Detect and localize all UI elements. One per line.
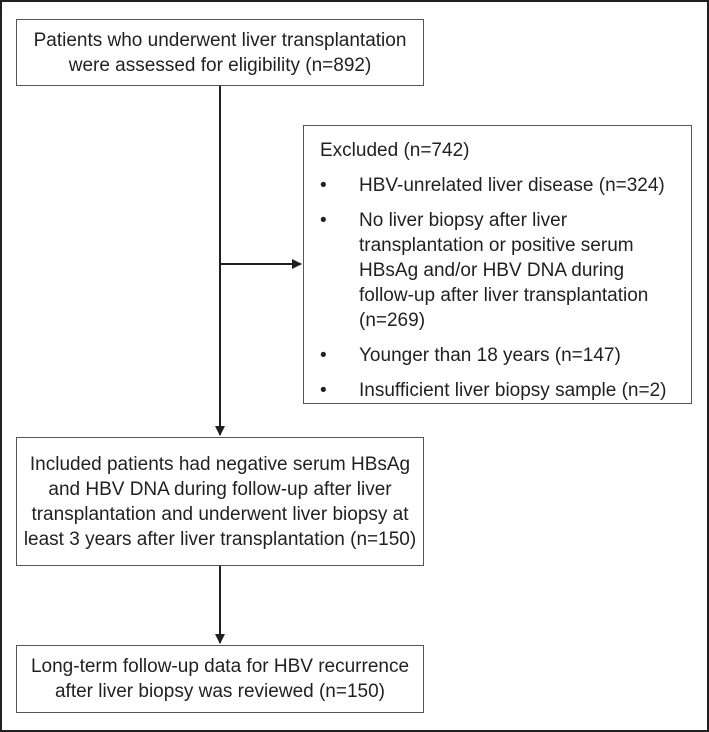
followup-line: after liver biopsy was reviewed (n=150) bbox=[54, 681, 385, 702]
bullet-icon: • bbox=[320, 345, 327, 366]
exclusion-item: • HBV-unrelated liver disease (n=324) bbox=[320, 173, 675, 198]
included-line: least 3 years after liver transplantatio… bbox=[23, 529, 417, 550]
exclusion-line: Insufficient liver biopsy sample (n=2) bbox=[359, 380, 667, 401]
exclusion-line: Younger than 18 years (n=147) bbox=[359, 345, 621, 366]
bullet-icon: • bbox=[320, 175, 327, 196]
included-line: Included patients had negative serum HBs… bbox=[29, 454, 411, 475]
bullet-icon: • bbox=[320, 380, 327, 401]
excluded-box: Excluded (n=742) • HBV-unrelated liver d… bbox=[303, 125, 692, 404]
exclusion-line: No liver biopsy after liver bbox=[359, 210, 568, 231]
exclusion-item: • Insufficient liver biopsy sample (n=2) bbox=[320, 378, 675, 403]
exclusion-line: HBV-unrelated liver disease (n=324) bbox=[359, 175, 665, 196]
bullet-icon: • bbox=[320, 210, 327, 231]
exclusion-list: • HBV-unrelated liver disease (n=324) • … bbox=[320, 173, 675, 403]
followup-box: Long-term follow-up data for HBV recurre… bbox=[16, 645, 424, 713]
exclusion-line: transplantation or positive serum bbox=[359, 235, 634, 256]
included-box: Included patients had negative serum HBs… bbox=[16, 437, 424, 566]
exclusion-item: • Younger than 18 years (n=147) bbox=[320, 343, 675, 368]
exclusion-line: (n=269) bbox=[359, 310, 426, 331]
exclusion-line: HBsAg and/or HBV DNA during bbox=[359, 260, 625, 281]
included-line: and HBV DNA during follow-up after liver bbox=[48, 479, 392, 500]
excluded-title: Excluded (n=742) bbox=[320, 140, 470, 161]
eligibility-box: Patients who underwent liver transplanta… bbox=[16, 19, 424, 86]
eligibility-line: were assessed for eligibility (n=892) bbox=[68, 55, 372, 76]
included-line: transplantation and underwent liver biop… bbox=[31, 504, 409, 525]
followup-line: Long-term follow-up data for HBV recurre… bbox=[30, 656, 410, 677]
exclusion-item: • No liver biopsy after liver transplant… bbox=[320, 208, 675, 333]
eligibility-line: Patients who underwent liver transplanta… bbox=[33, 30, 407, 51]
exclusion-line: follow-up after liver transplantation bbox=[359, 285, 649, 306]
